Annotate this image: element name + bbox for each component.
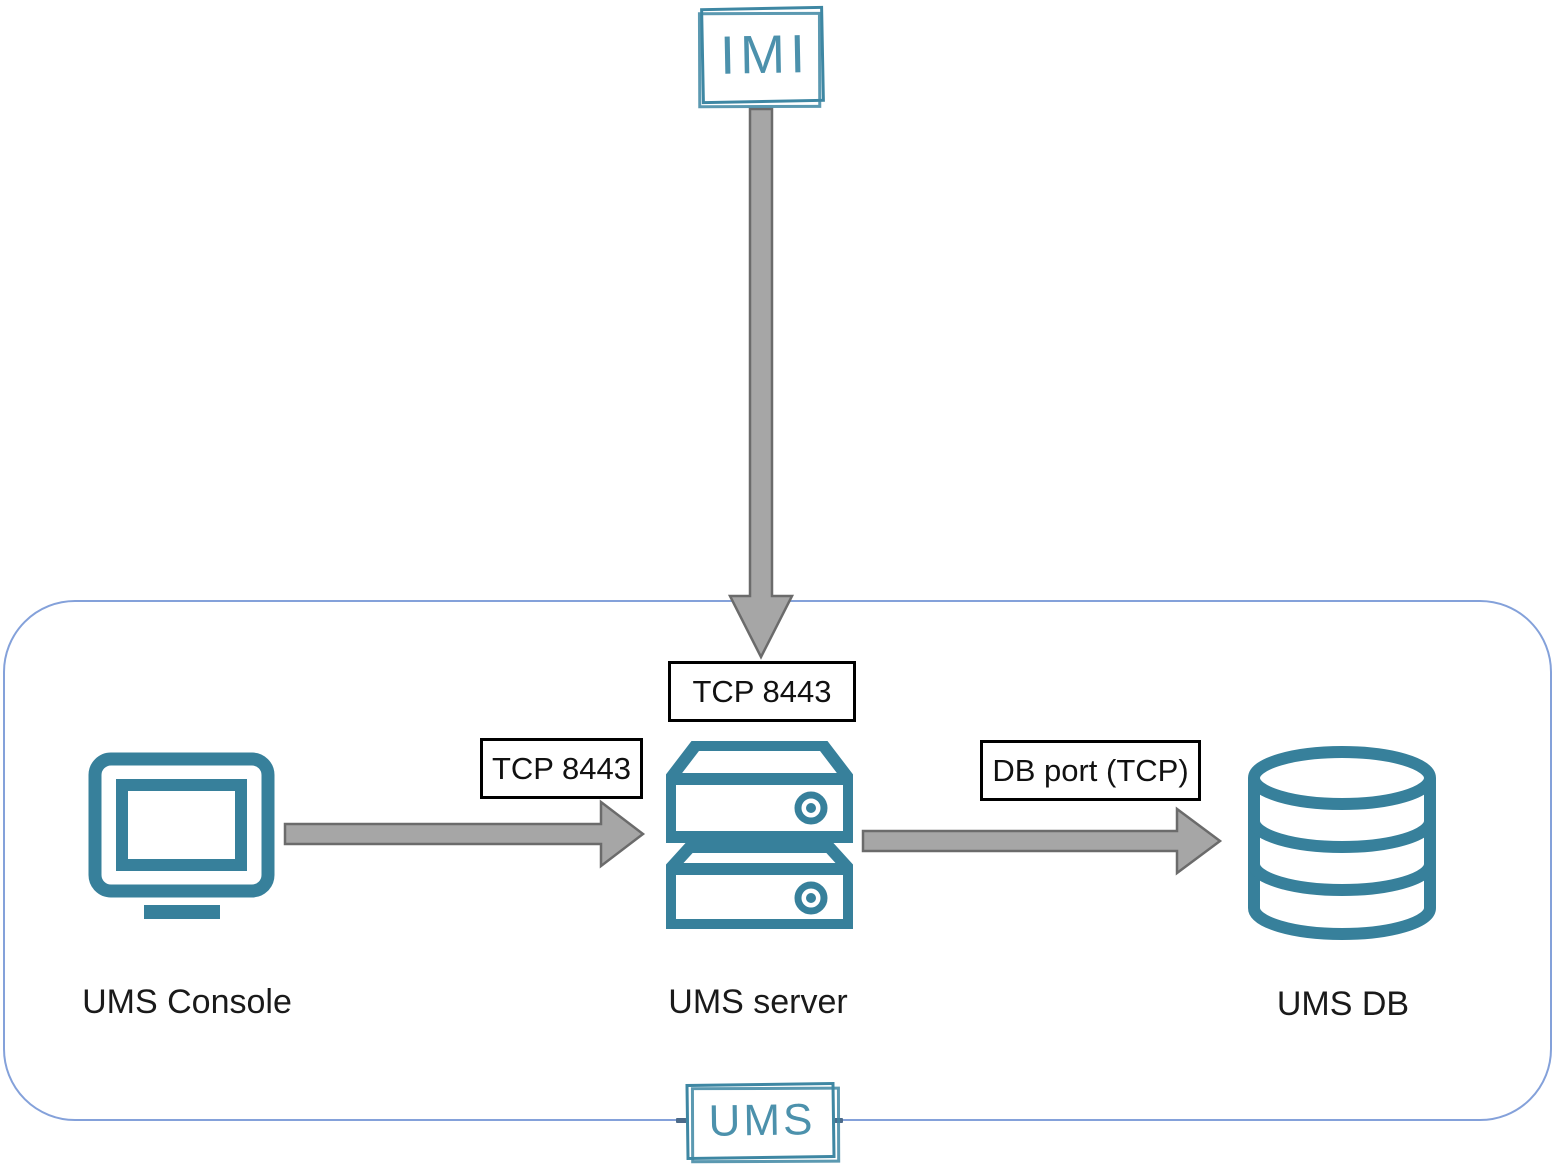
arrow-imi-to-server	[727, 107, 795, 660]
ums-group-label: UMS	[708, 1095, 816, 1146]
db-node-label: UMS DB	[1276, 985, 1410, 1023]
port-label-text: TCP 8443	[491, 750, 631, 786]
database-icon	[1248, 746, 1436, 940]
monitor-icon	[88, 752, 275, 919]
console-node-label: UMS Console	[82, 983, 292, 1021]
port-label-server-to-db: DB port (TCP)	[980, 740, 1201, 801]
connector-stub-left	[676, 1118, 688, 1123]
port-label-text: TCP 8443	[692, 673, 832, 709]
port-label-console-to-server: TCP 8443	[480, 738, 643, 799]
imi-node: IMI	[700, 5, 825, 105]
server-node-label: UMS server	[668, 983, 848, 1021]
port-label-imi-to-server: TCP 8443	[668, 661, 856, 722]
arrow-console-to-server	[283, 799, 646, 869]
ums-group-node: UMS	[685, 1081, 836, 1161]
server-stack-icon	[666, 741, 853, 929]
imi-label: IMI	[719, 24, 811, 86]
arrow-server-to-db	[861, 806, 1223, 876]
port-label-text: DB port (TCP)	[992, 752, 1189, 788]
